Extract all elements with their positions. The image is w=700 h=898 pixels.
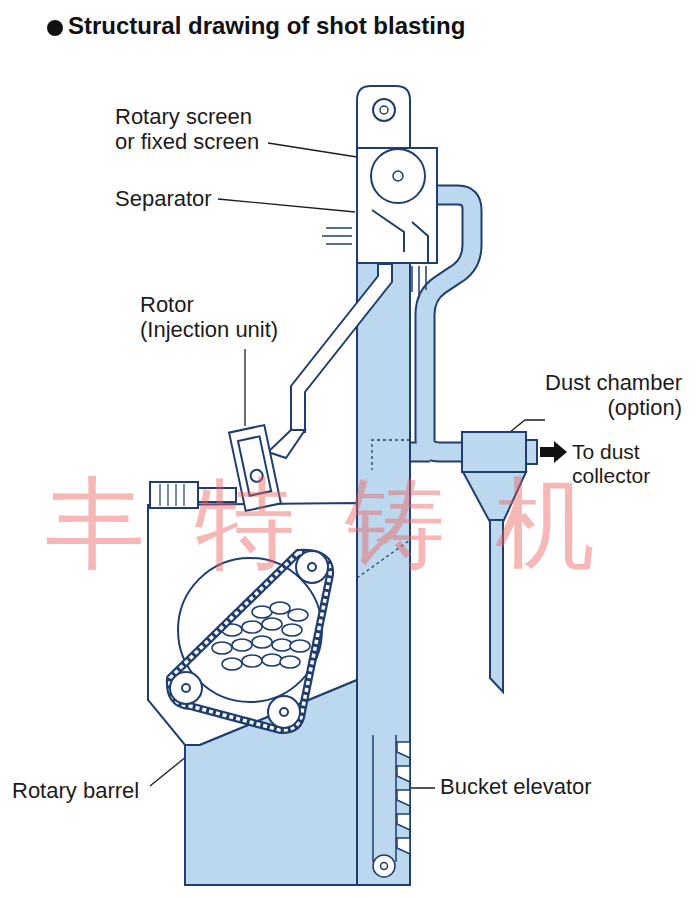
bucket-elevator (373, 735, 410, 877)
pulley-hub (381, 863, 388, 870)
title-bullet (47, 20, 63, 36)
workpiece (252, 636, 272, 648)
chute-spout (268, 430, 305, 458)
bucket (397, 742, 410, 758)
air-dash (322, 235, 352, 237)
part-label: Rotary barrel (12, 778, 139, 803)
leader-line (244, 349, 245, 426)
leader-line (218, 199, 355, 212)
roller-hub (280, 708, 288, 716)
watermark: 丰特铸机 (45, 466, 645, 581)
part-label: Rotor (Injection unit) (140, 292, 281, 343)
screen-hub (393, 171, 403, 181)
rotary-screen (371, 149, 425, 203)
workpiece (272, 639, 292, 651)
workpiece (222, 658, 242, 670)
separator-baffle (412, 222, 428, 262)
workpiece (242, 621, 262, 633)
roller-hub (182, 684, 190, 692)
leader-line (510, 420, 545, 432)
separator-baffle (372, 210, 404, 252)
workpiece (212, 642, 232, 654)
bucket (397, 766, 410, 782)
roller (170, 672, 202, 704)
pulley-hub (380, 106, 388, 114)
roller (268, 696, 300, 728)
air-inlet-marks (322, 228, 352, 244)
workpiece (280, 656, 300, 668)
air-dash (326, 227, 352, 229)
shot-chute (291, 264, 392, 432)
workpiece (242, 655, 262, 667)
air-dash (326, 243, 352, 245)
part-label: Separator (115, 186, 212, 211)
elevator-belt (372, 735, 374, 862)
separator-housing (357, 148, 437, 263)
head-pulley (373, 99, 395, 121)
diagram-title: Structural drawing of shot blasting (68, 12, 465, 40)
workpiece (270, 602, 290, 614)
workpiece (252, 606, 272, 618)
drip-line (425, 266, 427, 290)
outlet-arrow (540, 441, 567, 463)
drip-line (418, 266, 420, 298)
discharge-drips (412, 266, 426, 298)
part-label: Rotary screen or fixed screen (115, 104, 262, 155)
workpiece (290, 640, 310, 652)
workpiece (262, 618, 282, 630)
drip-line (411, 266, 413, 292)
part-label: Dust chamber (option) (543, 370, 682, 421)
part-label: Bucket elevator (440, 774, 592, 799)
dust-chamber (462, 432, 526, 472)
bucket (397, 838, 410, 854)
elevator-head (357, 86, 410, 150)
workpiece (262, 654, 282, 666)
workpiece (288, 609, 308, 621)
workpiece (232, 639, 252, 651)
outlet-nozzle (526, 440, 537, 464)
bucket (397, 790, 410, 806)
workpiece (282, 624, 302, 636)
bucket (397, 814, 410, 830)
workpieces (212, 602, 310, 670)
boot-pulley (373, 855, 395, 877)
